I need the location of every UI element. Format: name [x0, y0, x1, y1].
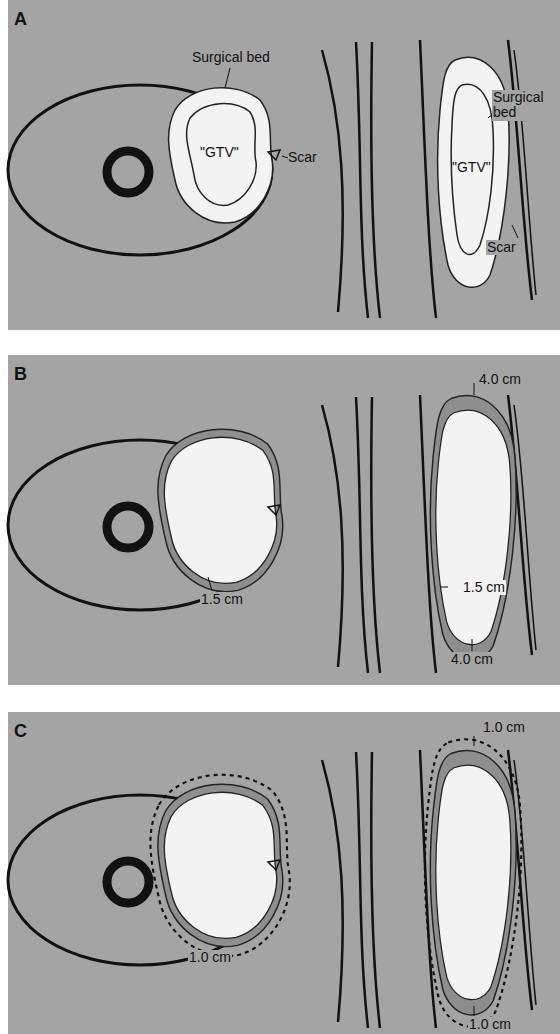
dimension-label: 1.0 cm — [468, 1017, 512, 1032]
dimension-label: 1.0 cm — [188, 950, 232, 965]
panel-letter: C — [14, 722, 27, 742]
dimension-label: 1.5 cm — [200, 592, 244, 607]
dimension-label: 4.0 cm — [478, 372, 522, 387]
panel-letter: B — [14, 365, 27, 385]
dimension-label: 4.0 cm — [450, 652, 494, 667]
region-label: Scar — [486, 240, 517, 255]
region-label: Surgical bed — [492, 90, 554, 121]
target-label: "GTV" — [200, 145, 239, 160]
target-label: "GTV" — [452, 160, 491, 175]
dimension-label: 1.5 cm — [462, 580, 506, 595]
region-label: Scar — [288, 150, 317, 165]
dimension-label: 1.0 cm — [482, 720, 526, 735]
region-label: Surgical bed — [192, 50, 270, 65]
panel-letter: A — [14, 10, 27, 30]
